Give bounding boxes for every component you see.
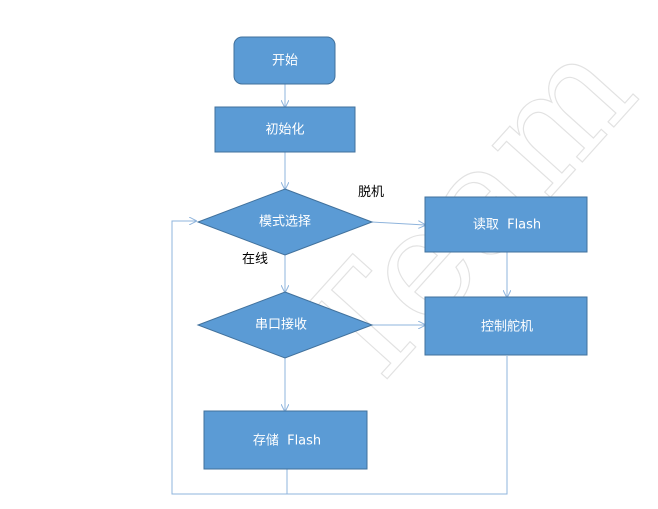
connectors <box>171 84 508 495</box>
node-labels: 开始 初始化 模式选择 读取 Flash 串口接收 控制舵机 存储 Flash <box>253 54 541 449</box>
node-mode-select-label: 模式选择 <box>259 215 311 230</box>
node-init <box>214 106 356 153</box>
node-store-flash <box>203 410 368 470</box>
node-read-flash <box>424 196 588 253</box>
node-init-label: 初始化 <box>265 123 304 138</box>
edge-labels: 脱机 在线 <box>242 185 384 267</box>
node-read-flash-label: 读取 Flash <box>473 218 541 233</box>
node-serial-receive <box>196 291 374 359</box>
node-mode-select <box>196 188 374 256</box>
node-start-label: 开始 <box>272 54 298 69</box>
edge-mode-to-read <box>371 222 425 225</box>
edge-label-offline: 脱机 <box>358 185 384 200</box>
node-control-servo <box>424 296 588 356</box>
node-start <box>233 36 336 85</box>
edge-store-loop <box>171 221 287 495</box>
edge-control-loop <box>286 356 508 495</box>
edge-label-online: 在线 <box>242 252 268 267</box>
node-control-servo-label: 控制舵机 <box>481 320 533 335</box>
node-store-flash-label: 存储 Flash <box>253 434 321 449</box>
node-serial-receive-label: 串口接收 <box>255 317 307 333</box>
nodes <box>196 36 588 470</box>
